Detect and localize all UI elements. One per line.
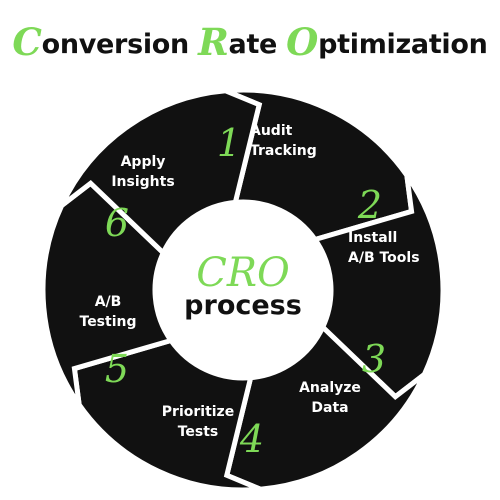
center-process-label: process [184, 290, 302, 321]
page-title: Conversion Rate Optimization [0, 22, 500, 65]
step-3-number: 3 [362, 337, 386, 381]
center-cro-label: CRO [196, 250, 290, 296]
title-initial-o: O [286, 20, 319, 64]
title-initial-c: C [12, 20, 42, 64]
step-4-label-line-2: Tests [178, 424, 219, 440]
step-3-label-line-1: Analyze [299, 380, 361, 396]
step-4-label-line-1: Prioritize [162, 404, 234, 420]
step-6-label-line-2: Insights [111, 174, 174, 190]
title-text-ate: ate [228, 29, 287, 60]
title-text-ptimization: ptimization [318, 29, 488, 60]
step-6-label-line-1: Apply [121, 154, 166, 170]
step-1-label-line-2: Tracking [250, 143, 317, 159]
step-2-label-line-1: Install [348, 230, 397, 246]
step-5-number: 5 [105, 347, 129, 391]
title-initial-r: R [198, 20, 229, 64]
step-5-label-line-1: A/B [95, 294, 122, 310]
step-1-number: 1 [217, 121, 241, 165]
step-5-label-line-2: Testing [80, 314, 137, 330]
step-6-number: 6 [105, 201, 129, 245]
title-text-onversion: onversion [41, 29, 199, 60]
step-2-number: 2 [357, 183, 382, 227]
center-hub [153, 200, 333, 380]
step-4-number: 4 [239, 417, 264, 461]
step-2-label-line-2: A/B Tools [348, 250, 420, 266]
step-3-label-line-2: Data [311, 400, 348, 416]
step-1-label-line-1: Audit [250, 123, 293, 139]
